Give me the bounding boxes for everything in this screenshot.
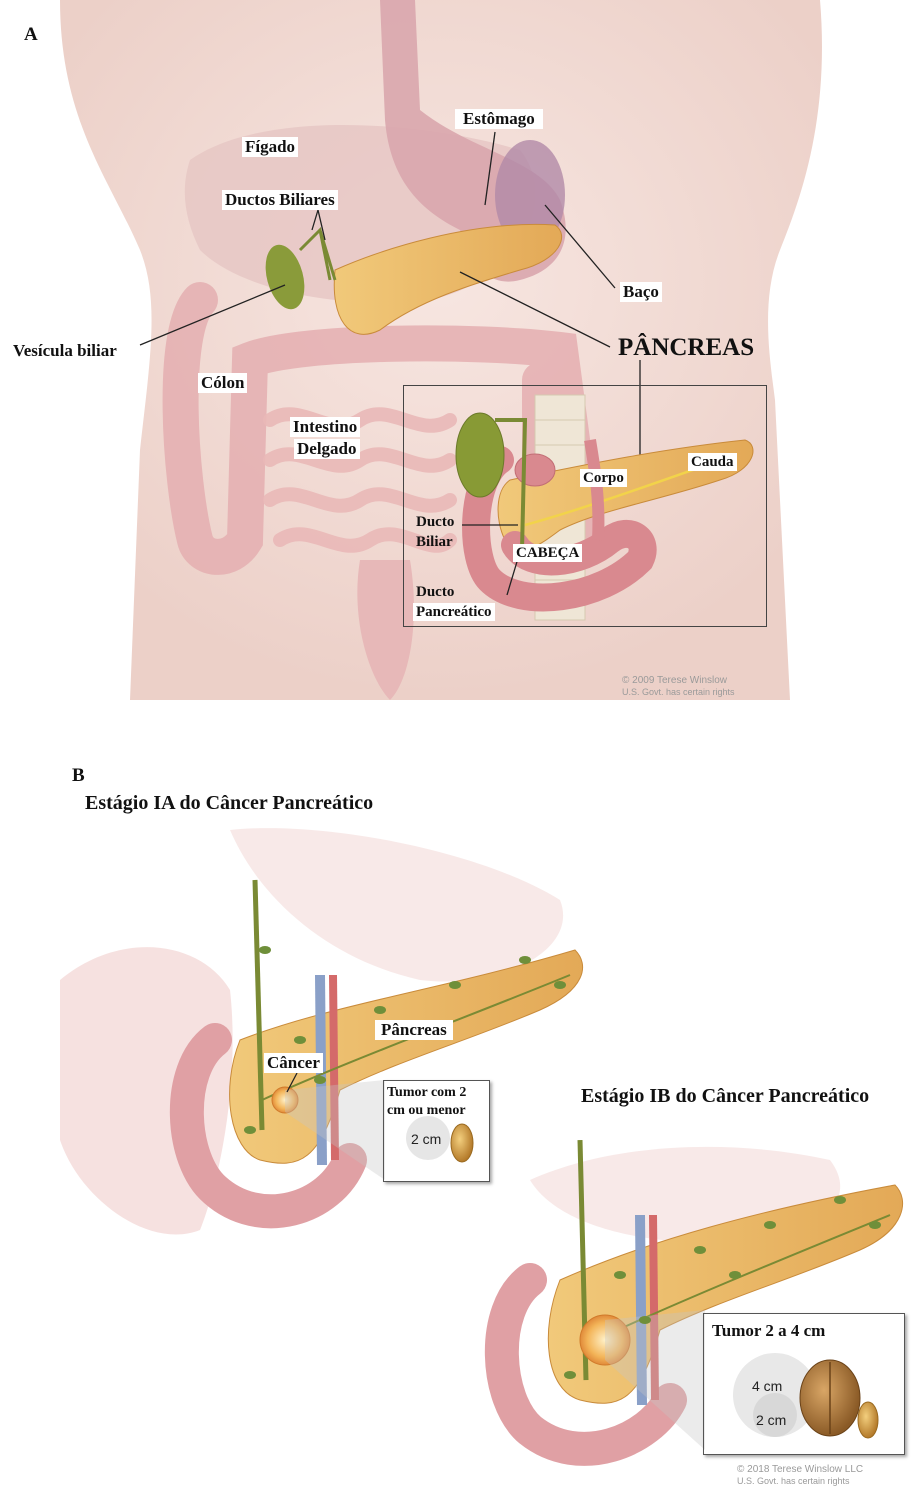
label-cancer-ia: Câncer <box>264 1053 323 1073</box>
panel-a-letter: A <box>24 24 38 46</box>
label-baco: Baço <box>620 282 662 302</box>
label-vesicula-biliar: Vesícula biliar <box>10 341 120 361</box>
stage-ia-title: Estágio IA do Câncer Pancreático <box>85 792 373 815</box>
inset-box <box>403 385 767 627</box>
stage-ia-box-line1: Tumor com 2 <box>387 1085 466 1101</box>
label-ducto-pancreatico-line1: Ducto <box>413 583 457 601</box>
label-ducto-biliar-line1: Ducto <box>413 513 457 531</box>
stage-ia-box-line2: cm ou menor <box>387 1103 466 1119</box>
stage-ib-tumor-box: Tumor 2 a 4 cm 4 cm 2 cm <box>703 1313 905 1455</box>
label-estomago: Estômago <box>455 109 543 129</box>
stage-ib-box-title: Tumor 2 a 4 cm <box>712 1321 825 1341</box>
label-ducto-biliar-line2: Biliar <box>413 533 456 551</box>
label-pancreas: PÂNCREAS <box>618 333 754 363</box>
stage-ib-size-large: 4 cm <box>752 1378 782 1394</box>
label-cabeca: CABEÇA <box>513 544 582 562</box>
credit-panel-b: © 2018 Terese Winslow LLC U.S. Govt. has… <box>737 1464 863 1487</box>
label-intestino-line2: Delgado <box>294 439 360 459</box>
label-figado: Fígado <box>242 137 298 157</box>
label-ductos-biliares: Ductos Biliares <box>222 190 338 210</box>
credit-panel-a: © 2009 Terese Winslow U.S. Govt. has cer… <box>622 675 735 698</box>
stage-ia-size-label: 2 cm <box>411 1131 441 1147</box>
credit-b-line2: U.S. Govt. has certain rights <box>737 1476 863 1487</box>
credit-a-line2: U.S. Govt. has certain rights <box>622 687 735 698</box>
label-corpo: Corpo <box>580 469 627 487</box>
stage-ia-illustration <box>60 828 583 1234</box>
credit-b-line1: © 2018 Terese Winslow LLC <box>737 1464 863 1476</box>
stage-ib-title: Estágio IB do Câncer Pancreático <box>581 1085 869 1108</box>
label-colon: Cólon <box>198 373 247 393</box>
label-intestino-line1: Intestino <box>290 417 360 437</box>
label-ducto-pancreatico-line2: Pancreático <box>413 603 495 621</box>
credit-a-line1: © 2009 Terese Winslow <box>622 675 735 687</box>
stage-ib-size-small: 2 cm <box>756 1412 786 1428</box>
stage-ia-tumor-box: Tumor com 2 cm ou menor 2 cm <box>383 1080 490 1182</box>
label-pancreas-ia: Pâncreas <box>375 1020 453 1040</box>
panel-b-letter: B <box>72 765 85 787</box>
label-cauda: Cauda <box>688 453 737 471</box>
